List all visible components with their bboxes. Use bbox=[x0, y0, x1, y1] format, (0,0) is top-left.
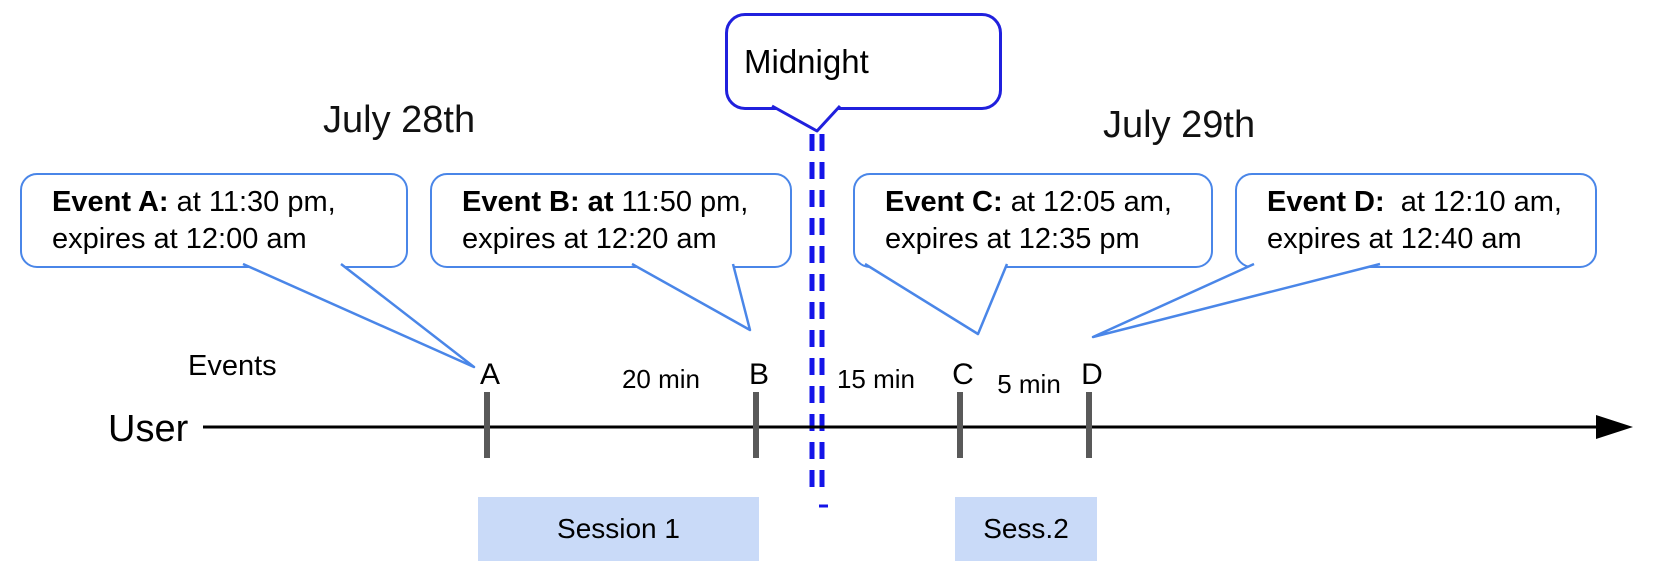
event-d-callout: Event D: at 12:10 am, expires at 12:40 a… bbox=[1235, 173, 1597, 268]
session-2-box: Sess.2 bbox=[955, 497, 1097, 561]
midnight-callout: Midnight bbox=[725, 13, 1002, 110]
timeline-arrowhead bbox=[1596, 415, 1633, 439]
event-c-callout: Event C: at 12:05 am, expires at 12:35 p… bbox=[853, 173, 1213, 268]
event-d-text-line2: expires at 12:40 am bbox=[1267, 223, 1522, 255]
session-1-box: Session 1 bbox=[478, 497, 759, 561]
events-axis-label: Events bbox=[188, 350, 277, 382]
event-b-text-line2: expires at 12:20 am bbox=[462, 223, 717, 255]
event-b-callout-tail bbox=[631, 262, 752, 332]
tick-label-b: B bbox=[748, 358, 770, 391]
event-c-text-line2: expires at 12:35 pm bbox=[885, 223, 1140, 255]
session-1-label: Session 1 bbox=[557, 513, 680, 544]
event-a-callout: Event A: at 11:30 pm, expires at 12:00 a… bbox=[20, 173, 408, 268]
user-axis-label: User bbox=[108, 408, 189, 450]
date-label-july-29: July 29th bbox=[1103, 104, 1256, 146]
interval-label-5min: 5 min bbox=[997, 369, 1061, 399]
event-c-callout-tail bbox=[864, 262, 1009, 336]
interval-label-20min: 20 min bbox=[621, 364, 701, 394]
date-label-july-28: July 28th bbox=[323, 99, 476, 141]
tick-label-a: A bbox=[479, 358, 501, 391]
event-b-callout: Event B: at 11:50 pm, expires at 12:20 a… bbox=[430, 173, 792, 268]
event-a-callout-tail bbox=[242, 262, 476, 369]
session-2-label: Sess.2 bbox=[983, 513, 1069, 544]
event-a-text-line2: expires at 12:00 am bbox=[52, 223, 307, 255]
event-b-text-line1: Event B: at 11:50 pm, bbox=[462, 186, 749, 218]
tick-label-d: D bbox=[1081, 358, 1103, 391]
event-d-callout-tail bbox=[1091, 262, 1381, 339]
event-a-text-line1: Event A: at 11:30 pm, bbox=[52, 186, 336, 218]
midnight-callout-label: Midnight bbox=[744, 42, 869, 80]
event-c-text-line1: Event C: at 12:05 am, bbox=[885, 186, 1172, 218]
interval-label-15min: 15 min bbox=[836, 364, 916, 394]
event-d-text-line1: Event D: at 12:10 am, bbox=[1267, 186, 1562, 218]
tick-label-c: C bbox=[952, 358, 974, 391]
